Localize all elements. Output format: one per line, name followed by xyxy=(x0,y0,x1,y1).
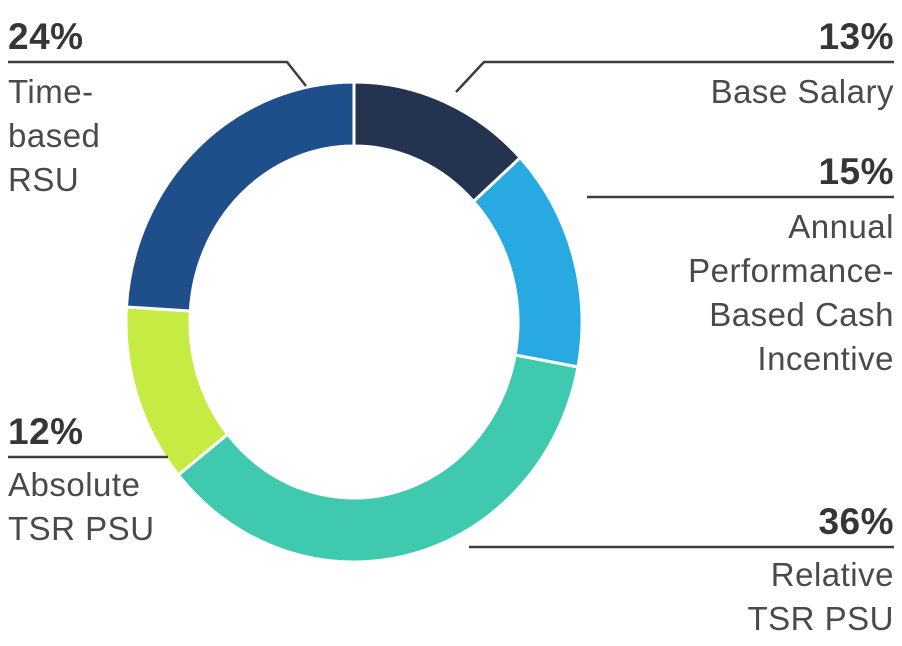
label-line: Annual xyxy=(788,208,894,245)
label-line: Incentive xyxy=(757,340,894,377)
label-line: Time- xyxy=(8,73,94,110)
label-line: Base Salary xyxy=(710,73,894,110)
label-line: Performance- xyxy=(688,252,894,289)
label-relative-tsr: Relative TSR PSU xyxy=(747,553,894,641)
pct-base-salary: 13% xyxy=(818,16,894,57)
donut-segment-relative-tsr-psu xyxy=(176,353,580,564)
label-time-based-rsu: Time- based RSU xyxy=(8,70,100,202)
donut-segment-annual-performance-based-cash-incentive xyxy=(471,155,584,369)
label-line: Relative xyxy=(770,556,894,593)
leader-line-time-based-rsu xyxy=(8,60,307,87)
label-line: Based Cash xyxy=(709,296,894,333)
label-absolute-tsr: Absolute TSR PSU xyxy=(8,463,155,551)
label-line: RSU xyxy=(8,161,80,198)
pct-absolute-tsr: 12% xyxy=(8,411,84,452)
donut-segments xyxy=(124,80,584,564)
label-line: TSR PSU xyxy=(747,600,894,637)
label-line: based xyxy=(8,117,101,154)
pct-time-based-rsu: 24% xyxy=(8,16,84,57)
pct-relative-tsr: 36% xyxy=(818,501,894,542)
label-annual-cash: Annual Performance- Based Cash Incentive xyxy=(688,205,894,381)
pct-annual-cash: 15% xyxy=(818,151,894,192)
label-base-salary: Base Salary xyxy=(711,70,894,114)
label-line: Absolute xyxy=(8,466,141,503)
label-line: TSR PSU xyxy=(8,510,155,547)
donut-segment-time-based-rsu xyxy=(124,80,356,313)
leader-line-base-salary xyxy=(455,60,894,93)
